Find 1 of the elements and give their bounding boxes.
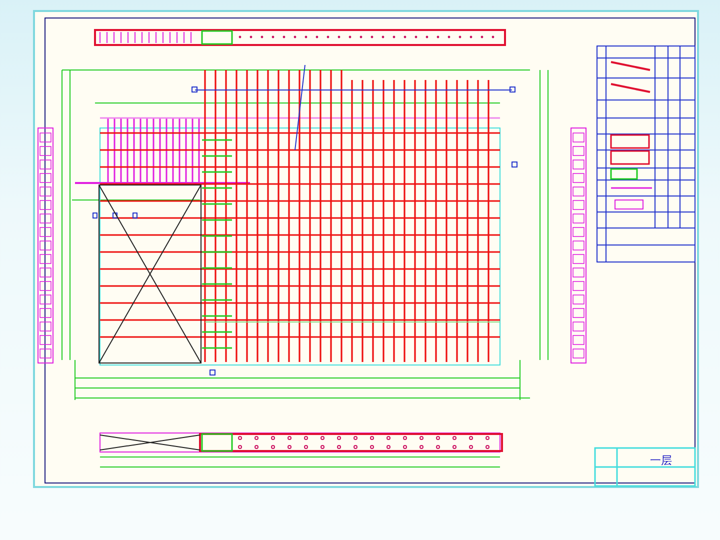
level-label: 一层	[649, 453, 673, 469]
